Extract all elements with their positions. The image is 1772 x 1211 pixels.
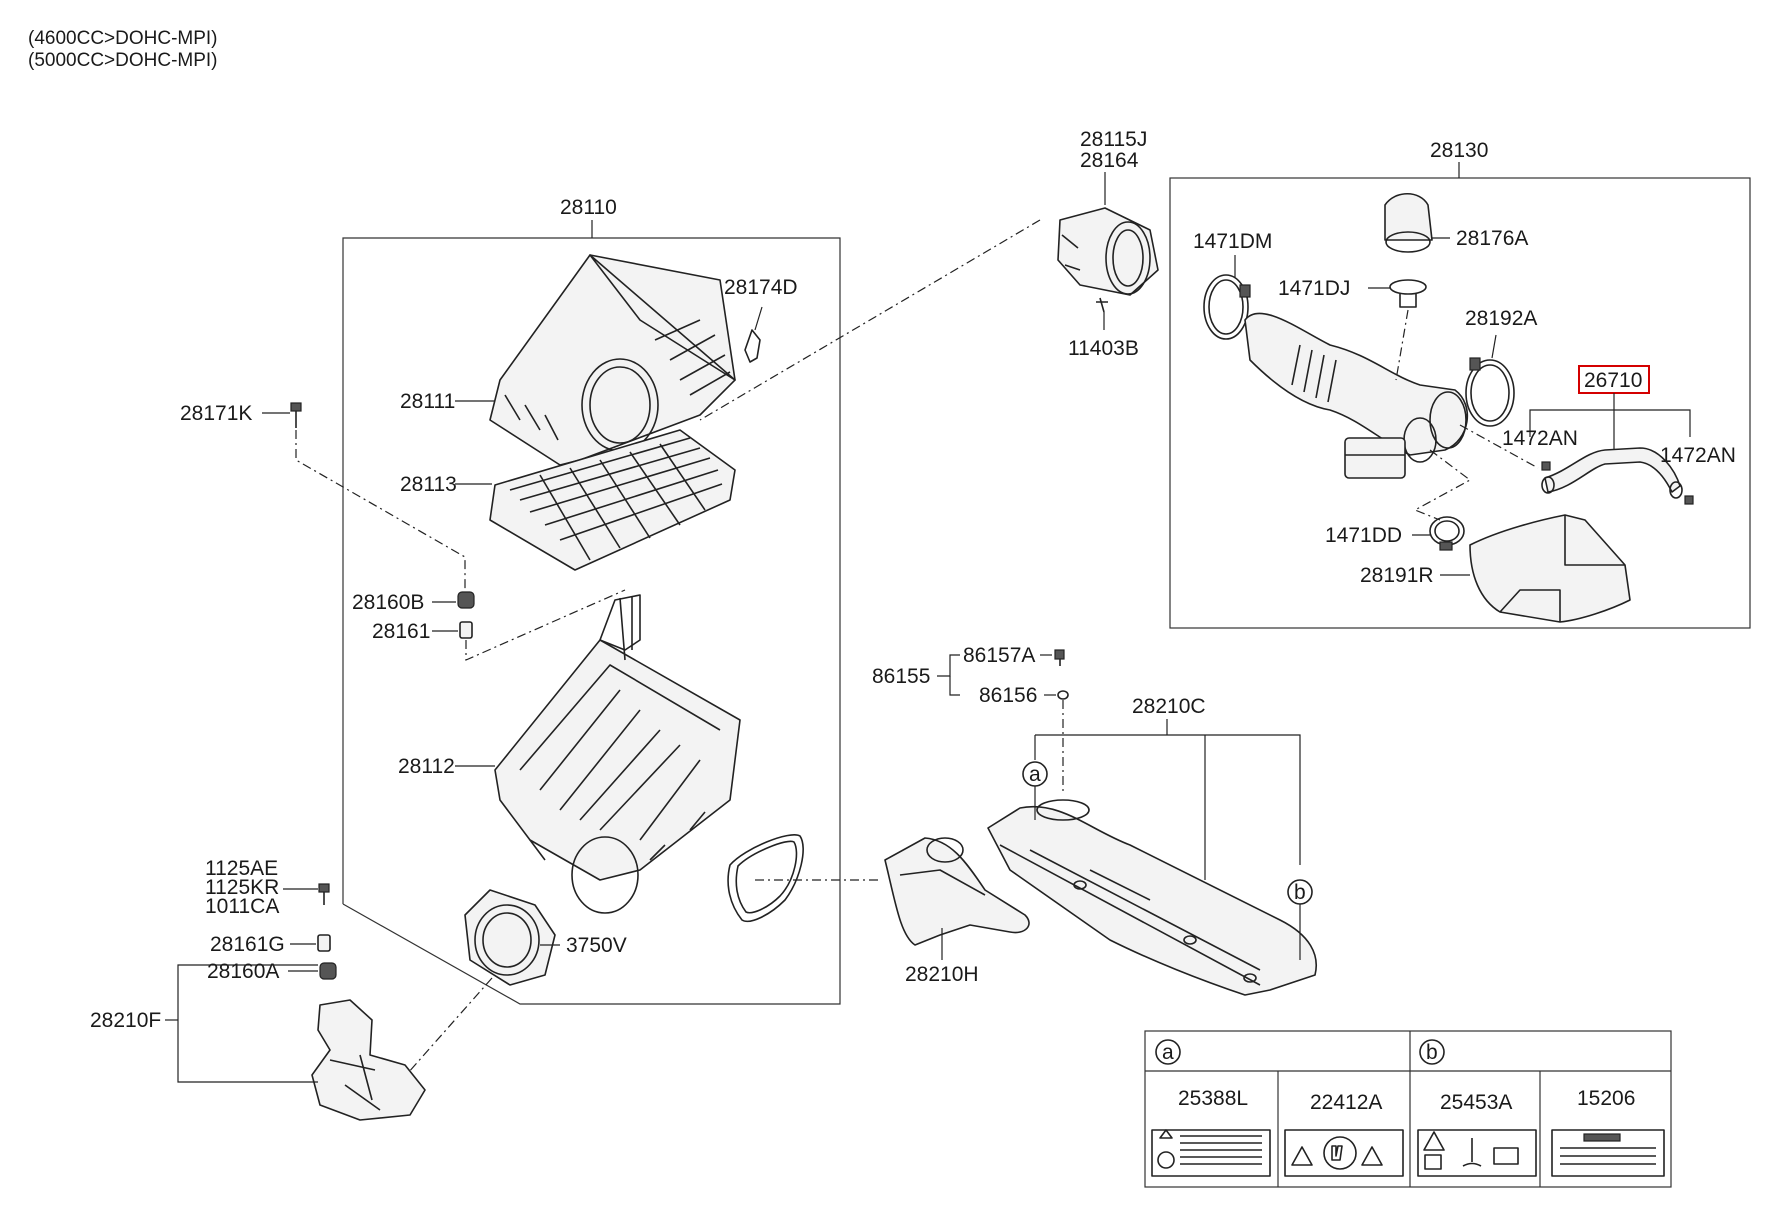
clamp-1471DJ[interactable]: 1471DJ [1278,277,1427,381]
legend-group-b: b [1426,1041,1438,1064]
label-28171K[interactable]: 28171K [180,402,252,425]
legend-part-25388L[interactable]: 25388L [1178,1087,1248,1110]
legend-part-15206[interactable]: 15206 [1577,1087,1635,1110]
air-duct-28210C[interactable]: 28210C [987,695,1317,996]
gasket-seal[interactable] [727,834,804,922]
screw-group-86155[interactable]: 86155 86157A 86156 [872,644,1069,795]
breather-hose-26710[interactable]: 26710 [1529,365,1694,505]
label-26710[interactable]: 26710 [1584,369,1642,392]
label-86155[interactable]: 86155 [872,665,930,688]
label-1011CA[interactable]: 1011CA [205,895,279,918]
label-28210F[interactable]: 28210F [90,1009,161,1032]
label-1471DD[interactable]: 1471DD [1325,524,1402,547]
lower-housing-28112[interactable]: 28112 [398,594,741,914]
label-11403B[interactable]: 11403B [1068,337,1139,360]
air-cleaner-group: 28110 [342,196,841,1005]
legend-group-a: a [1162,1041,1174,1064]
label-28130[interactable]: 28130 [1430,139,1488,162]
label-28113[interactable]: 28113 [400,473,457,496]
grommet-28160A[interactable]: 28160A [207,960,337,983]
dashed-link-sensor [699,219,1041,421]
label-28160A[interactable]: 28160A [207,960,279,983]
callout-a-label: a [1029,763,1041,786]
label-28111[interactable]: 28111 [400,390,455,413]
label-28174D[interactable]: 28174D [724,276,798,299]
legend-part-25453A[interactable]: 25453A [1440,1091,1512,1114]
clamp-28192A[interactable]: 28192A [1465,307,1537,427]
callout-b[interactable]: b [1287,879,1313,960]
clip-28174D[interactable]: 28174D [724,276,798,363]
airflow-sensor-28164[interactable]: 28115J 28164 11403B [699,128,1159,421]
label-28176A[interactable]: 28176A [1456,227,1528,250]
label-86157A[interactable]: 86157A [963,644,1035,667]
collar-28161[interactable]: 28161 [372,589,626,661]
dashed-link-mount [399,977,493,1083]
label-28210H[interactable]: 28210H [905,963,979,986]
grommet-28160B[interactable]: 28160B [352,591,475,614]
fastener-stack[interactable]: 1125AE 1125KR 1011CA [205,857,330,918]
legend-part-22412A[interactable]: 22412A [1310,1091,1382,1114]
warning-label-25388L-image [1151,1129,1271,1177]
engine-spec-line-1: (4600CC>DOHC-MPI) [28,28,218,49]
intake-hose-group-28130: 28130 [1169,139,1751,629]
bolt-28171K[interactable]: 28171K [180,402,466,593]
filter-element-28113[interactable]: 28113 [400,429,736,571]
label-3750V[interactable]: 3750V [566,934,627,957]
legend-table: a b 25388L 22412A 25453A 15206 [1144,1030,1672,1188]
label-28161G[interactable]: 28161G [210,933,285,956]
adaptor-3750V[interactable]: 3750V [464,889,627,986]
inlet-duct-28210H[interactable]: 28210H [884,837,1030,986]
clamp-1472AN-right[interactable]: 1472AN [1660,444,1736,467]
warning-label-25453A-image [1417,1129,1537,1177]
label-28115J[interactable]: 28115J [1080,128,1147,151]
upper-cover-28111[interactable]: 28111 [400,254,736,466]
label-28160B[interactable]: 28160B [352,591,424,614]
label-1471DM[interactable]: 1471DM [1193,230,1272,253]
bracket-28210F[interactable]: 28210F [90,964,426,1121]
label-28110[interactable]: 28110 [560,196,617,219]
label-28164[interactable]: 28164 [1080,149,1139,172]
label-1125AE[interactable]: 1125AE [205,857,278,880]
intake-hose-body[interactable] [1244,312,1469,479]
label-1472AN-left[interactable]: 1472AN [1502,427,1578,450]
label-28161[interactable]: 28161 [372,620,430,643]
callout-b-label: b [1294,881,1306,904]
clamp-1471DD[interactable]: 1471DD [1325,449,1472,551]
clamp-1472AN-left[interactable]: 1472AN [1459,424,1578,469]
caution-label-15206-image [1551,1129,1665,1177]
label-1125KR[interactable]: 1125KR [205,876,279,899]
label-1471DJ[interactable]: 1471DJ [1278,277,1350,300]
warning-label-22412A-image [1284,1129,1404,1177]
clamp-1471DM[interactable]: 1471DM [1193,230,1272,340]
label-28210C[interactable]: 28210C [1132,695,1206,718]
label-1472AN-right[interactable]: 1472AN [1660,444,1736,467]
resonator-28191R[interactable]: 28191R [1360,514,1631,623]
label-28192A[interactable]: 28192A [1465,307,1537,330]
label-86156[interactable]: 86156 [979,684,1037,707]
engine-spec-line-2: (5000CC>DOHC-MPI) [28,50,218,71]
label-28191R[interactable]: 28191R [1360,564,1434,587]
label-28112[interactable]: 28112 [398,755,455,778]
callout-a[interactable]: a [1022,761,1048,820]
collar-28161G[interactable]: 28161G [210,933,331,956]
cap-28176A[interactable]: 28176A [1384,192,1528,253]
